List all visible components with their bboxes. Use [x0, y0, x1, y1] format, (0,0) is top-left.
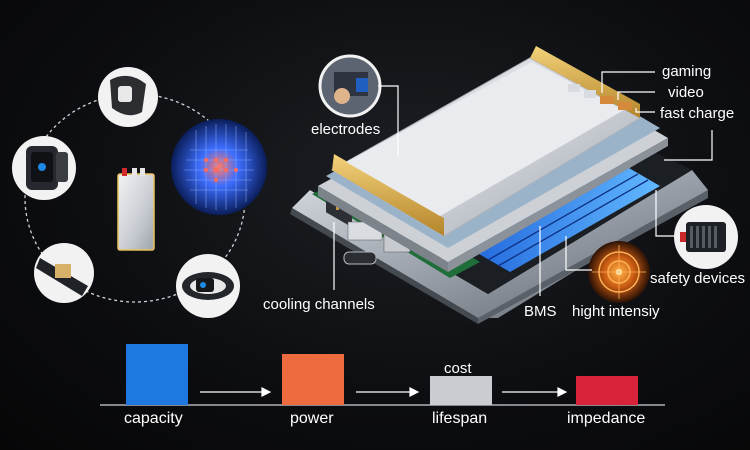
smartwatch-icon	[12, 136, 76, 200]
heating-grid-icon	[171, 119, 267, 215]
pouch-cell-top	[331, 46, 642, 237]
callout-video: video	[668, 84, 704, 101]
callout-fast-charge: fast charge	[660, 105, 735, 122]
flow-diagram	[100, 344, 665, 406]
flow-label-lifespan: lifespan	[432, 410, 488, 427]
lifespan-block	[430, 376, 492, 405]
power-block	[282, 354, 344, 405]
callout-electrodes: electrodes	[311, 121, 381, 138]
callout-high-intensity: hight intensiy	[572, 303, 660, 320]
fitness-tracker-icon	[34, 243, 94, 303]
callout-gaming: gaming	[662, 63, 712, 80]
safety-device-photo	[674, 205, 738, 269]
callout-bms: BMS	[524, 303, 557, 320]
capacity-block	[126, 344, 188, 405]
callout-safety-devices: safety devices	[650, 270, 746, 287]
battery-tabs	[568, 84, 632, 110]
flow-label-power: power	[290, 410, 334, 427]
callout-lines	[333, 71, 713, 296]
electrodes-photo	[318, 54, 382, 118]
impedance-block	[576, 376, 638, 405]
callout-cooling-channels: cooling channels	[263, 296, 375, 313]
target-icon	[588, 241, 650, 303]
flow-top-label-cost: cost	[444, 360, 472, 377]
wristband-icon	[98, 67, 158, 127]
flow-label-capacity: capacity	[124, 410, 183, 427]
flow-label-impedance: impedance	[567, 410, 646, 427]
pouch-cell-icon	[117, 168, 155, 251]
smart-band-icon	[176, 254, 240, 318]
